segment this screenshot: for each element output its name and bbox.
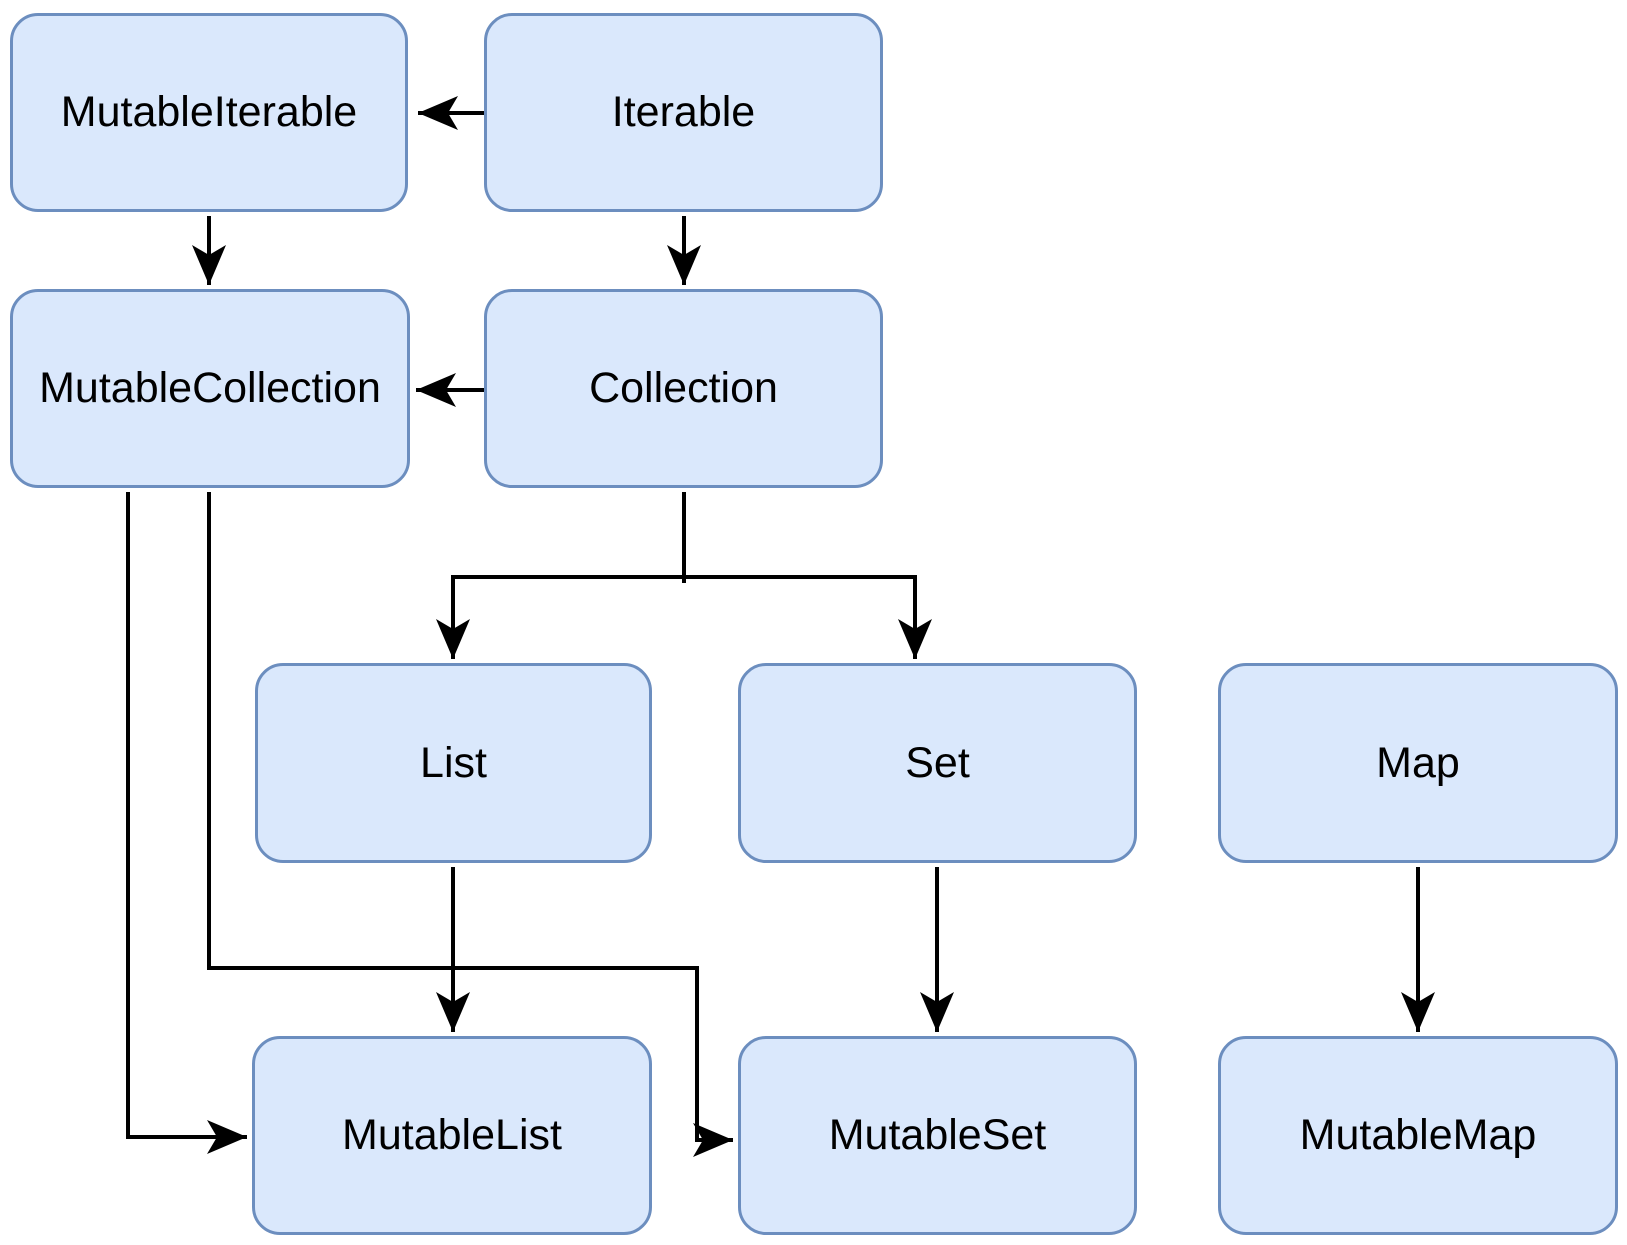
node-mutable-collection-label: MutableCollection [39, 364, 381, 412]
node-collection-label: Collection [589, 364, 778, 412]
node-list-label: List [420, 738, 487, 787]
node-mutable-iterable-label: MutableIterable [60, 88, 358, 136]
node-map[interactable]: Map [1218, 663, 1618, 863]
edge-mutablecollection-to-mutablelist [126, 492, 247, 1154]
edge-collection-to-list [436, 492, 686, 659]
node-list[interactable]: List [255, 663, 652, 863]
node-mutable-collection[interactable]: MutableCollection [10, 289, 410, 488]
node-mutable-map-label: MutableMap [1299, 1111, 1537, 1159]
node-mutable-map[interactable]: MutableMap [1218, 1036, 1618, 1235]
node-mutable-list[interactable]: MutableList [252, 1036, 652, 1235]
edge-collection-to-set [682, 492, 915, 659]
node-iterable[interactable]: Iterable [484, 13, 883, 212]
node-mutable-set[interactable]: MutableSet [738, 1036, 1137, 1235]
node-set-label: Set [905, 738, 970, 787]
node-iterable-label: Iterable [611, 88, 756, 136]
node-map-label: Map [1376, 738, 1460, 787]
node-mutable-iterable[interactable]: MutableIterable [10, 13, 408, 212]
node-set[interactable]: Set [738, 663, 1137, 863]
node-mutable-list-label: MutableList [342, 1111, 562, 1159]
node-collection[interactable]: Collection [484, 289, 883, 488]
node-mutable-set-label: MutableSet [828, 1111, 1047, 1159]
